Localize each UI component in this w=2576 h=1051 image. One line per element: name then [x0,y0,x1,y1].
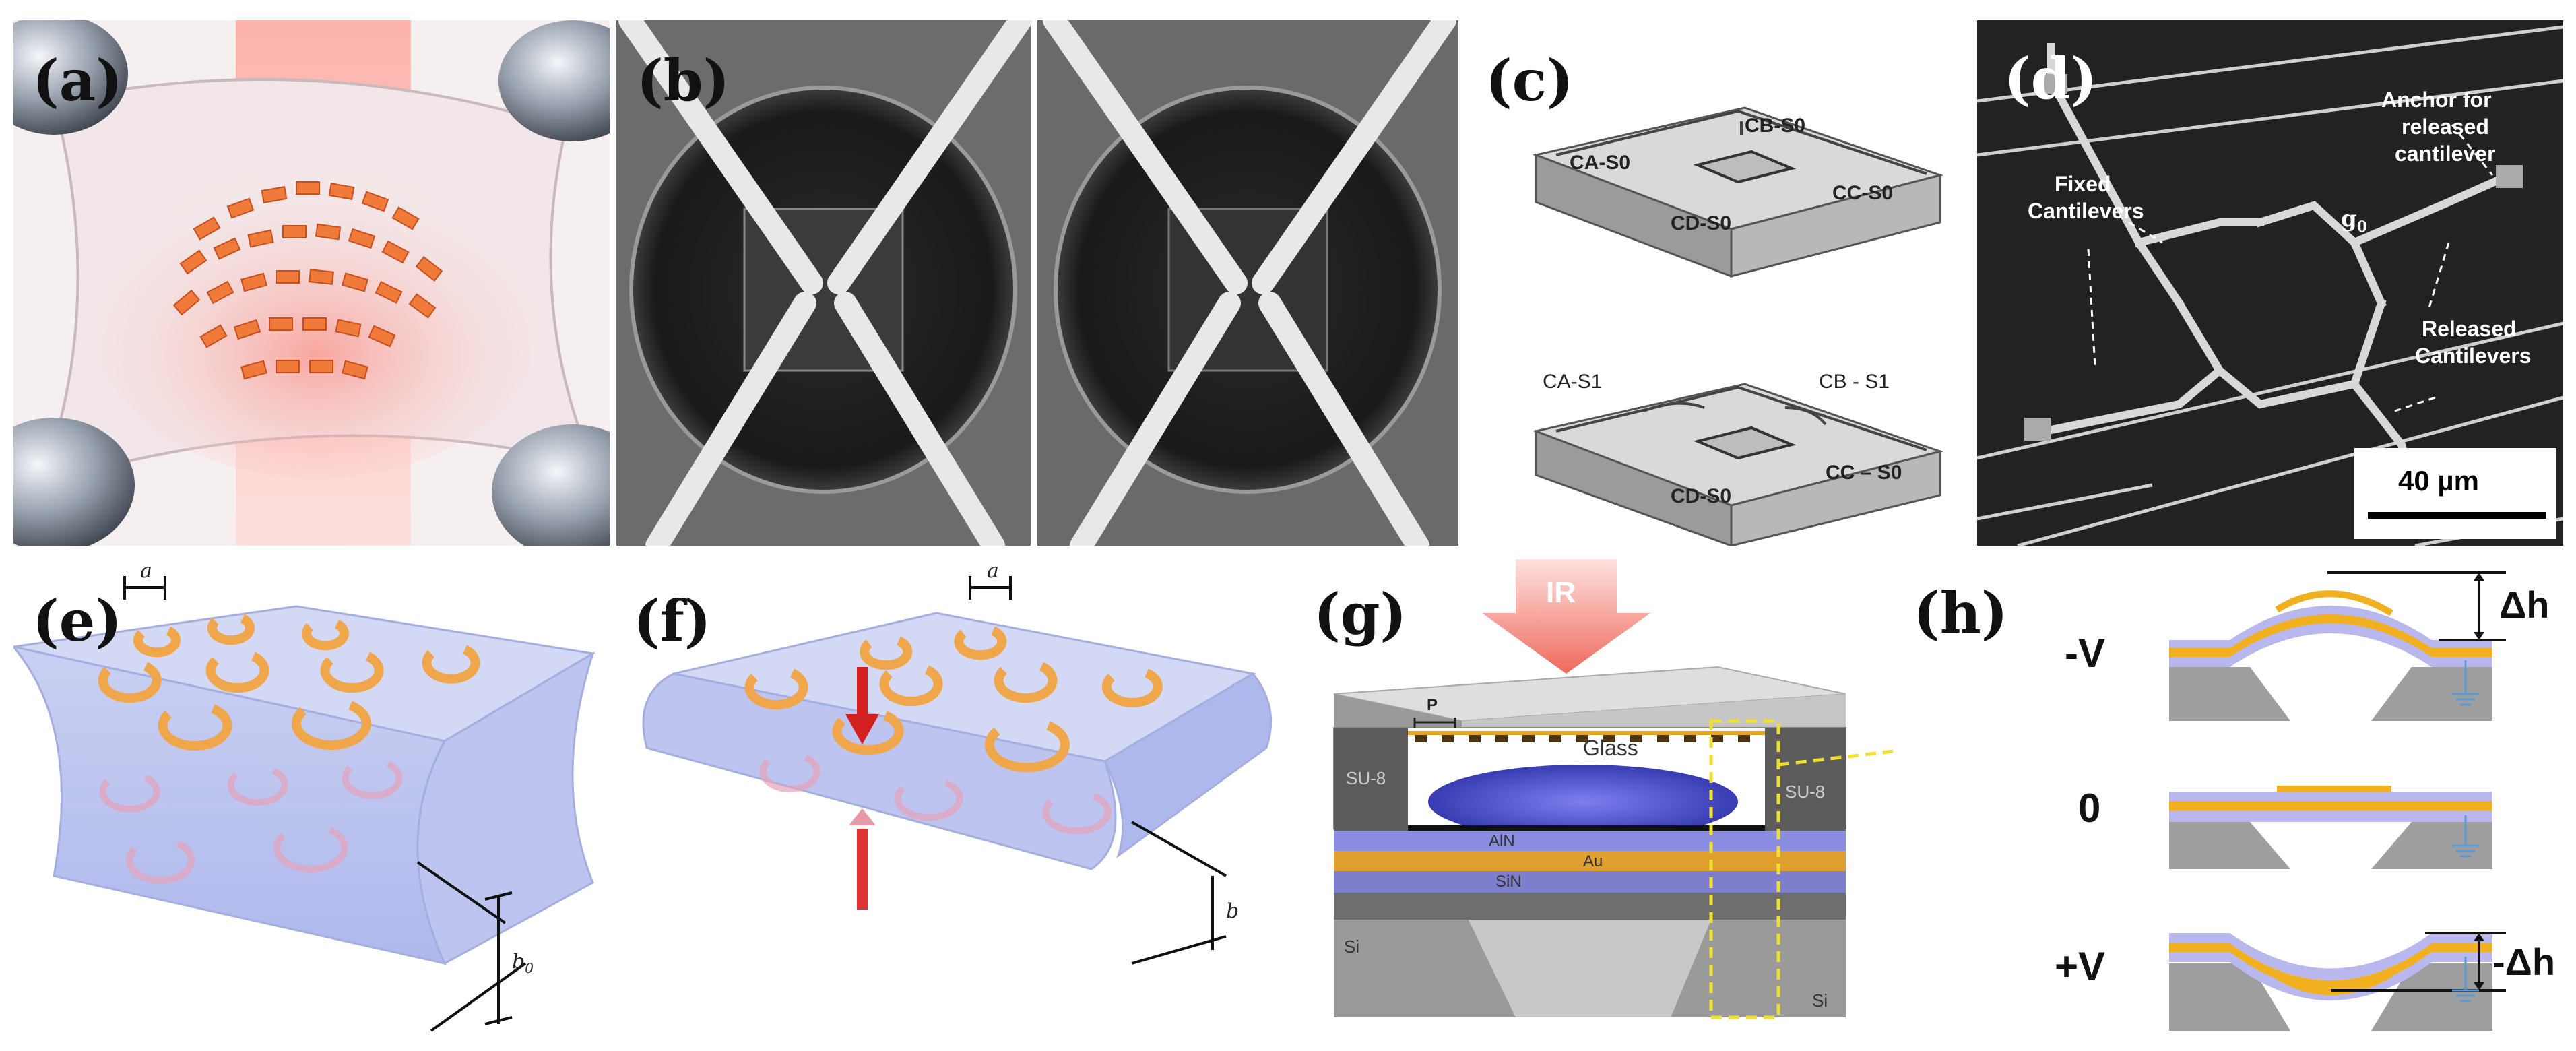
c-bottom-label-a: CA-S1 [1543,371,1603,393]
c-top-label-d: CD-S0 [1671,212,1732,234]
c-bottom-label-b: CB - S1 [1819,371,1890,393]
g-si-left: Si [1344,936,1360,957]
h-schematic-zero [2169,786,2492,869]
g-aln-label: AlN [1489,832,1515,850]
d-fixed-label-2: Cantilevers [2028,199,2144,223]
g-au-label: Au [1583,852,1603,870]
panel-f-illustration [642,576,1273,965]
c-top-label-a: CA-S0 [1570,152,1631,174]
h-schematic-minus-v [2169,571,2506,721]
c-bottom-label-c: CC – S0 [1826,461,1902,484]
h-zero-label: 0 [2078,786,2101,831]
panel-f: (f) a b [620,559,1280,1044]
panel-a-label: (a) [32,47,123,114]
panel-h-label: (h) [1913,579,2008,646]
h-plus-v-label: +V [2055,944,2106,989]
panel-d: (d) Anchor for released cantilever Fixed… [1977,20,2563,546]
panel-c-devices [1532,106,1944,546]
g-glass-label: Glass [1583,736,1638,760]
panel-b-photos [616,20,1458,546]
panel-e-illustration [13,576,596,1032]
d-gap-subscript: 0 [2356,218,2368,236]
panel-e-label: (e) [32,587,122,654]
g-su8-left: SU-8 [1346,768,1386,788]
d-gap-label: g0 [2341,205,2367,236]
d-fixed-label-1: Fixed [2055,172,2111,196]
d-released-label-1: Released [2422,317,2517,341]
panel-a-illustration [13,20,610,546]
panel-h-schematics [2169,571,2506,1031]
d-anchor-label-2: released [2402,115,2489,139]
g-su8-right: SU-8 [1785,782,1826,802]
panel-g-label: (g) [1314,581,1407,647]
d-anchor-label-1: Anchor for [2381,88,2492,112]
panel-f-label: (f) [633,587,711,654]
e-b-symbol: b [512,950,525,974]
g-sin-label: SiN [1495,872,1522,891]
h-dh-bottom-label: -Δh [2492,941,2556,983]
d-scale-bar-label: 40 µm [2398,465,2479,497]
panel-c: (c) CA-S0 CB-S0 CC-S0 CD-S0 CA-S1 CB - S… [1475,20,1967,546]
g-p-label: P [1427,696,1438,714]
c-top-label-c: CC-S0 [1832,182,1894,204]
h-dh-top-label: Δh [2499,583,2550,626]
e-b-subscript: 0 [525,960,534,976]
e-a-label: a [140,559,152,583]
f-b-label: b [1226,899,1239,923]
d-released-label-2: Cantilevers [2415,344,2532,368]
panel-d-sem [1977,20,2563,546]
f-a-label: a [987,559,999,583]
panel-b: (b) [616,20,1458,546]
e-b-label: b0 [512,950,534,976]
panel-h: (h) -V 0 +V Δh -Δh [1913,559,2567,1044]
h-minus-v-label: -V [2065,631,2105,676]
panel-c-label: (c) [1485,47,1574,114]
c-bottom-label-d: CD-S0 [1671,485,1732,507]
panel-g-device [1333,559,1894,1019]
panel-g: (g) IR P Glass SU-8 SU-8 AlN Au SiN Si S… [1293,559,1900,1044]
panel-e: (e) a b0 [13,559,606,1044]
d-anchor-label-3: cantilever [2395,141,2496,166]
h-schematic-plus-v [2169,932,2506,1031]
g-si-right: Si [1812,990,1828,1011]
g-ir-label: IR [1546,576,1576,609]
panel-a: (a) [13,20,610,546]
panel-d-label: (d) [2004,45,2098,112]
d-gap-symbol: g [2341,205,2357,232]
c-top-label-b: CB-S0 [1745,115,1806,137]
panel-b-label: (b) [637,47,730,114]
